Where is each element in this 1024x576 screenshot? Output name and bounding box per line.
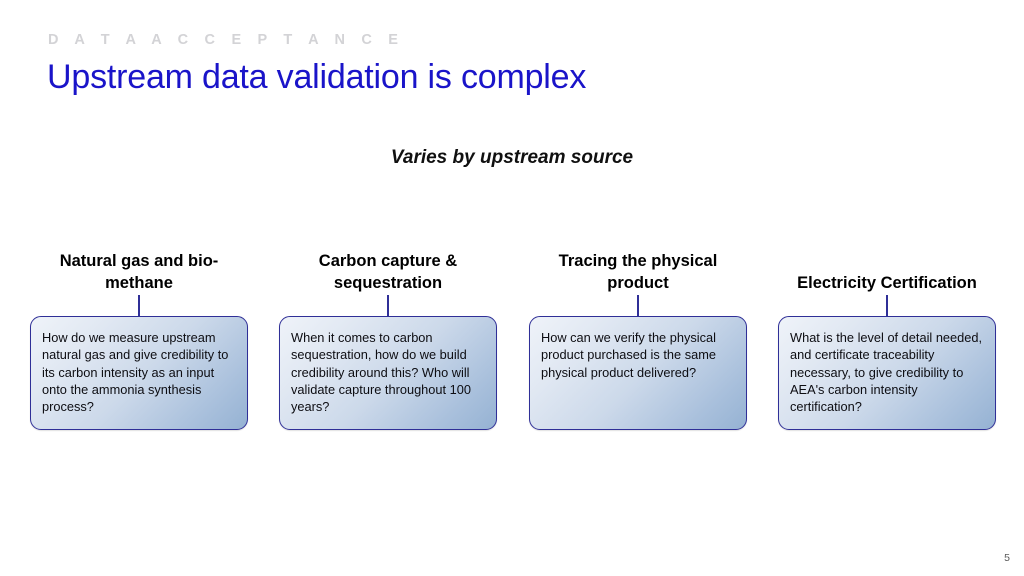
- page-number: 5: [1004, 552, 1010, 564]
- column-heading-box: Tracing the physical product: [529, 220, 747, 295]
- section-subtitle: Varies by upstream source: [390, 147, 634, 168]
- question-card: How can we verify the physical product p…: [529, 316, 747, 430]
- eyebrow-label: D A T A A C C E P T A N C E: [48, 32, 405, 48]
- connector-line: [387, 295, 389, 316]
- question-text: What is the level of detail needed, and …: [790, 330, 983, 415]
- connector-line: [637, 295, 639, 316]
- page-title: Upstream data validation is complex: [47, 58, 587, 96]
- column-heading: Electricity Certification: [797, 274, 977, 293]
- question-card: When it comes to carbon sequestration, h…: [279, 316, 497, 430]
- column-heading-box: Natural gas and bio-methane: [30, 220, 248, 295]
- column-heading: Tracing the physical product: [558, 252, 718, 293]
- question-card: What is the level of detail needed, and …: [778, 316, 996, 430]
- question-text: How do we measure upstream natural gas a…: [42, 330, 229, 415]
- question-text: How can we verify the physical product p…: [541, 330, 716, 380]
- column-heading: Carbon capture & sequestration: [318, 252, 458, 293]
- connector-line: [138, 295, 140, 316]
- column-heading-box: Carbon capture & sequestration: [279, 220, 497, 295]
- column-heading-box: Electricity Certification: [778, 220, 996, 295]
- column-heading: Natural gas and bio-methane: [59, 252, 219, 293]
- connector-line: [886, 295, 888, 316]
- question-text: When it comes to carbon sequestration, h…: [291, 330, 471, 415]
- question-card: How do we measure upstream natural gas a…: [30, 316, 248, 430]
